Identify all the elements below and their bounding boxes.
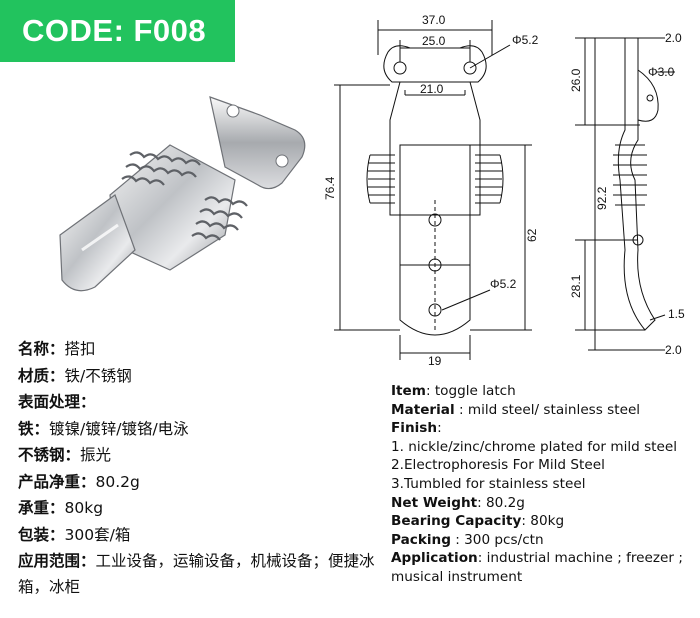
spec-cn-finish: 表面处理：	[18, 393, 96, 411]
spec-cn-iron: 铁：镀镍/镀锌/镀铬/电泳	[18, 419, 189, 438]
spec-en-material: Material : mild steel/ stainless steel	[391, 401, 641, 418]
dim-hole-dia-top: Φ5.2	[512, 33, 539, 47]
dim-side-lower: 28.1	[569, 274, 583, 298]
spec-en-packing: Packing : 300 pcs/ctn	[391, 531, 544, 548]
dim-side-bottom-thickness: 2.0	[665, 343, 682, 357]
dim-hole-spacing: 25.0	[422, 34, 446, 48]
dim-side-hook-gap: 1.5	[668, 307, 685, 321]
spec-en-finish: Finish:	[391, 420, 442, 437]
spec-cn-stainless: 不锈钢：振光	[18, 446, 112, 464]
spec-cn-bearing: 承重：80kg	[18, 499, 104, 517]
spec-en-finish-2: 2.Electrophoresis For Mild Steel	[391, 457, 605, 474]
dim-top-width: 37.0	[422, 13, 446, 27]
dim-side-hook-hole: Φ3.0	[648, 65, 675, 79]
spec-en-application: Application: industrial machine ; freeze…	[391, 550, 683, 585]
spec-chinese: 名称：搭扣 材质：铁/不锈钢 表面处理： 铁：镀镍/镀锌/镀铬/电泳 不锈钢：振…	[18, 336, 390, 600]
dim-side-total: 92.2	[595, 186, 609, 210]
spring-upper	[121, 151, 201, 186]
dim-side-top-thickness: 2.0	[665, 31, 682, 45]
spec-english: Item: toggle latch Material : mild steel…	[391, 382, 696, 587]
dim-side-upper: 26.0	[569, 68, 583, 92]
dim-body-length: 62	[525, 228, 539, 242]
spec-cn-application: 应用范围：工业设备，运输设备，机械设备；便捷冰箱，冰柜	[18, 552, 375, 596]
spec-cn-name: 名称：搭扣	[18, 340, 96, 358]
dim-body-width: 21.0	[420, 82, 444, 96]
product-code-badge: CODE: F008	[0, 0, 235, 62]
spec-cn-net-weight: 产品净重：80.2g	[18, 472, 140, 491]
spec-en-item: Item: toggle latch	[391, 383, 516, 399]
product-photo	[59, 96, 306, 292]
spec-en-net-weight: Net Weight: 80.2g	[391, 494, 525, 511]
spec-cn-packing: 包装：300套/箱	[18, 525, 131, 544]
spec-cn-material: 材质：铁/不锈钢	[18, 366, 132, 385]
spec-en-bearing: Bearing Capacity: 80kg	[391, 513, 565, 530]
dim-hole-dia-bottom: Φ5.2	[490, 277, 517, 291]
spring-lower	[191, 196, 248, 241]
latch-body	[59, 144, 236, 292]
dim-total-length: 76.4	[323, 176, 337, 200]
latch-keeper-plate	[209, 96, 306, 190]
spec-en-finish-1: 1. nickle/zinc/chrome plated for mild st…	[391, 438, 678, 455]
technical-drawing: 37.0 25.0 Φ5.2 21.0 76.4 62 Φ5.2 19 2.0 …	[323, 13, 685, 368]
dim-tongue-width: 19	[428, 354, 442, 368]
spec-en-finish-3: 3.Tumbled for stainless steel	[391, 475, 586, 492]
